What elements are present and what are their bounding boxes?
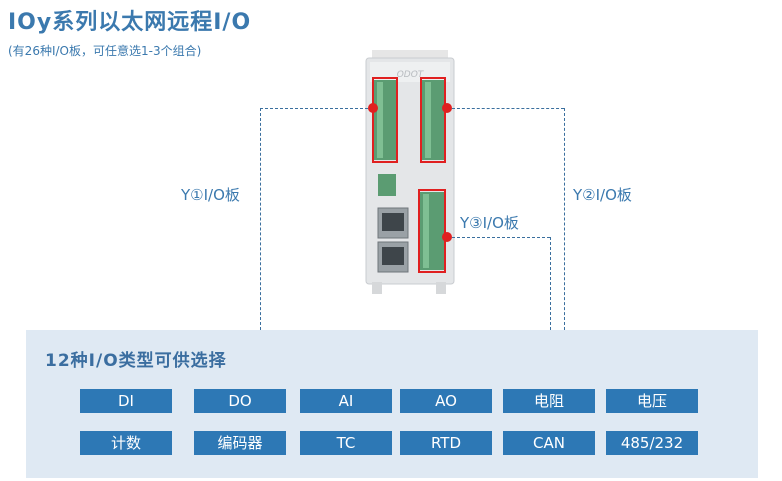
io-type-chip: DO xyxy=(194,389,286,413)
io-type-chip: 电阻 xyxy=(503,389,595,413)
io-type-chip: 编码器 xyxy=(194,431,286,455)
slot-y2-marker xyxy=(442,103,452,113)
slot-y3-marker xyxy=(442,232,452,242)
slot-y2-label: Y②I/O板 xyxy=(573,186,632,204)
io-type-chip: AI xyxy=(300,389,392,413)
io-type-chip: CAN xyxy=(503,431,595,455)
io-type-chip: RTD xyxy=(400,431,492,455)
io-types-title: 12种I/O类型可供选择 xyxy=(45,351,227,371)
io-type-chip: 485/232 xyxy=(606,431,698,455)
slot-y3-label: Y③I/O板 xyxy=(460,214,519,232)
page-subtitle: (有26种I/O板，可任意选1-3个组合) xyxy=(8,44,202,58)
io-module-device: ODOT xyxy=(365,50,455,294)
connector-y2-vertical xyxy=(564,108,565,330)
page-title: IOy系列以太网远程I/O xyxy=(8,10,252,35)
io-type-chip: 电压 xyxy=(606,389,698,413)
connector-y1-vertical xyxy=(260,108,261,330)
connector-y3-horizontal xyxy=(452,237,550,238)
slot-y1-label: Y①I/O板 xyxy=(181,186,240,204)
io-type-chip: TC xyxy=(300,431,392,455)
slot-y1-marker xyxy=(368,103,378,113)
connector-y2-horizontal xyxy=(452,108,564,109)
io-type-chip: 计数 xyxy=(80,431,172,455)
io-type-chip: DI xyxy=(80,389,172,413)
io-type-chip: AO xyxy=(400,389,492,413)
connector-y3-vertical xyxy=(550,237,551,330)
device-brand-logo: ODOT xyxy=(397,70,425,80)
connector-y1-horizontal xyxy=(260,108,368,109)
